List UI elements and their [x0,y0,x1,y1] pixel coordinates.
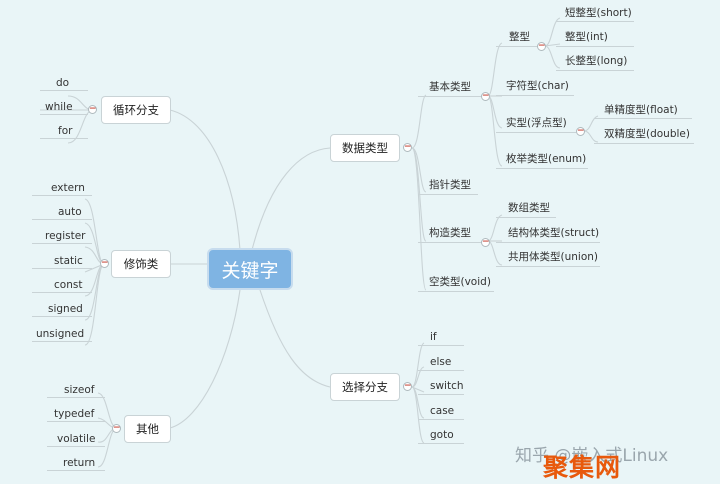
node-integer[interactable]: 整型 [509,31,530,43]
collapse-toggle-icon[interactable]: − [481,237,490,247]
branch-select[interactable]: 选择分支 [330,373,400,401]
collapse-toggle-icon[interactable]: − [537,41,546,51]
node-pointer[interactable]: 指针类型 [429,179,471,191]
leaf-long[interactable]: 长整型(long) [565,55,628,67]
leaf-const[interactable]: const [54,279,83,291]
collapse-toggle-icon[interactable]: − [112,423,121,433]
leaf-double[interactable]: 双精度型(double) [604,128,690,140]
leaf-auto[interactable]: auto [58,206,82,218]
collapse-toggle-icon[interactable]: − [403,381,412,391]
collapse-toggle-icon[interactable]: − [576,126,585,136]
leaf-goto[interactable]: goto [430,429,454,441]
collapse-toggle-icon[interactable]: − [403,142,412,152]
leaf-case[interactable]: case [430,405,455,417]
leaf-signed[interactable]: signed [48,303,83,315]
leaf-union[interactable]: 共用体类型(union) [508,251,598,263]
leaf-volatile[interactable]: volatile [57,433,96,445]
leaf-short[interactable]: 短整型(short) [565,7,632,19]
link-central-other [169,289,241,429]
leaf-sizeof[interactable]: sizeof [64,384,95,396]
leaf-while[interactable]: while [45,101,73,113]
node-void[interactable]: 空类型(void) [429,276,491,288]
node-real[interactable]: 实型(浮点型) [506,117,567,129]
leaf-for[interactable]: for [58,125,73,137]
leaf-int[interactable]: 整型(int) [565,31,608,43]
leaf-static[interactable]: static [54,255,83,267]
link-central-loop [169,109,241,251]
leaf-typedef[interactable]: typedef [54,408,95,420]
node-constructed[interactable]: 构造类型 [429,227,471,239]
collapse-toggle-icon[interactable]: − [88,104,97,114]
node-enum[interactable]: 枚举类型(enum) [506,153,587,165]
central-topic[interactable]: 关键字 [207,248,293,290]
leaf-array[interactable]: 数组类型 [508,202,550,214]
branch-loop[interactable]: 循环分支 [101,96,171,124]
leaf-extern[interactable]: extern [51,182,85,194]
node-char[interactable]: 字符型(char) [506,80,569,92]
branch-data-types[interactable]: 数据类型 [330,134,400,162]
node-basic-types[interactable]: 基本类型 [429,81,471,93]
watermark-overlay: 聚集网 [543,453,622,482]
link-central-select [259,289,331,388]
leaf-return[interactable]: return [63,457,96,469]
leaf-do[interactable]: do [56,77,70,89]
leaf-float[interactable]: 单精度型(float) [604,104,678,116]
watermark: 知乎 @嵌入式Linux [515,446,669,466]
collapse-toggle-icon[interactable]: − [481,91,490,101]
branch-modifier[interactable]: 修饰类 [111,250,171,278]
branch-other[interactable]: 其他 [124,415,171,443]
leaf-unsigned[interactable]: unsigned [36,328,85,340]
leaf-switch[interactable]: switch [430,380,464,392]
leaf-struct[interactable]: 结构体类型(struct) [508,227,600,239]
leaf-else[interactable]: else [430,356,452,368]
leaf-register[interactable]: register [45,230,86,242]
link-central-datatypes [251,147,331,251]
leaf-if[interactable]: if [430,331,437,343]
collapse-toggle-icon[interactable]: − [100,258,109,268]
